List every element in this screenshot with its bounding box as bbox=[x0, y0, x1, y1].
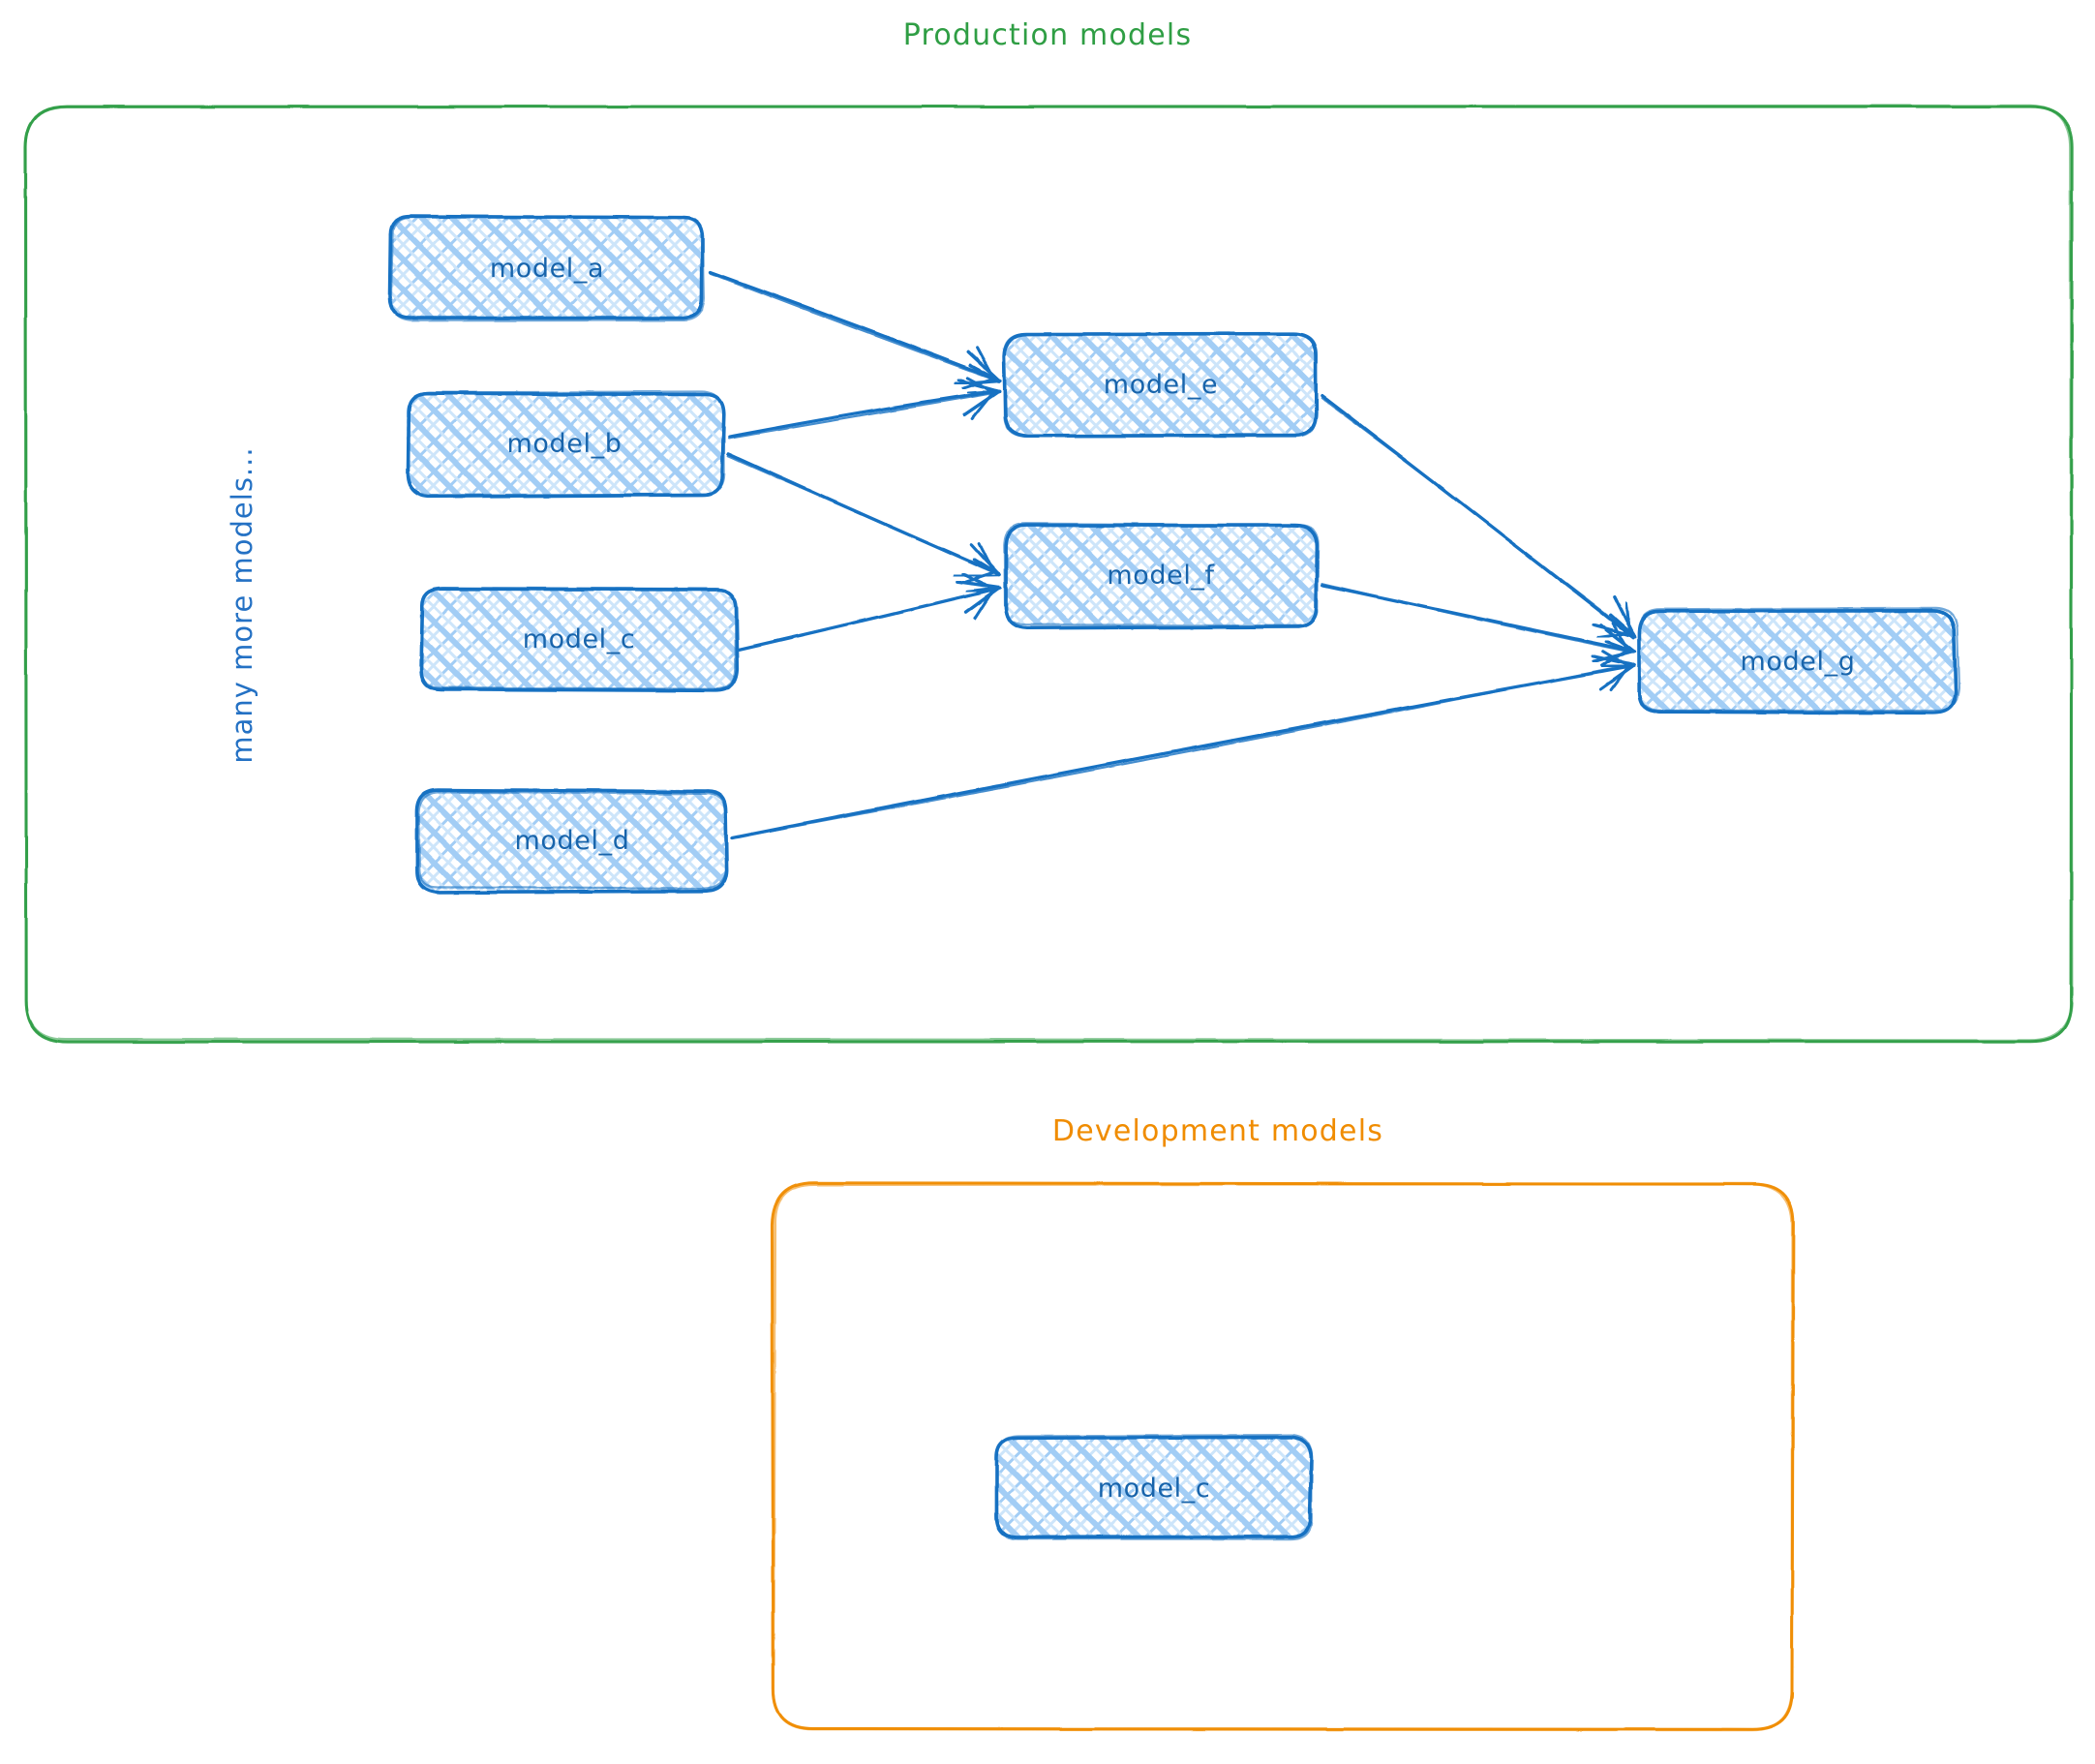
arrow-head-stroke bbox=[963, 586, 1001, 614]
arrow-head-whisker bbox=[1609, 664, 1630, 692]
group-border-development bbox=[772, 1182, 1794, 1732]
edge-model_e-to-model_g bbox=[1320, 394, 1636, 639]
node-label: model_f bbox=[1107, 561, 1215, 591]
edge-line bbox=[1321, 397, 1636, 638]
arrow-head-stroke bbox=[1613, 594, 1636, 638]
node-border bbox=[420, 586, 737, 690]
node-production-model_e[interactable]: model_e bbox=[1002, 331, 1319, 439]
node-border bbox=[389, 216, 706, 322]
arrow-head-whisker bbox=[961, 572, 995, 591]
node-label: model_e bbox=[1104, 370, 1218, 400]
node-label: model_d bbox=[515, 826, 630, 856]
arrow-head-stroke bbox=[956, 579, 1001, 590]
arrow-head-whisker bbox=[1610, 621, 1630, 653]
edge-line bbox=[727, 390, 1001, 440]
edge-model_a-to-model_e bbox=[709, 270, 1002, 390]
node-production-model_b[interactable]: model_b bbox=[406, 390, 726, 499]
edge-line bbox=[727, 389, 1001, 439]
node-fill bbox=[996, 1437, 1311, 1538]
node-fill bbox=[420, 588, 737, 690]
node-border bbox=[1003, 522, 1320, 627]
arrow-head-whisker bbox=[965, 376, 995, 394]
node-border bbox=[1004, 523, 1320, 630]
model-nodes: model_a model_b model_c model_d model_emodel… bbox=[387, 214, 1960, 1540]
group-title-development: Development models bbox=[1052, 1114, 1383, 1148]
edge-line bbox=[1321, 582, 1635, 654]
edge-connectors bbox=[709, 270, 1637, 840]
arrow-head-whisker bbox=[973, 587, 995, 620]
group-production bbox=[23, 104, 2074, 1044]
arrow-head-whisker bbox=[1601, 650, 1630, 668]
arrow-head-stroke bbox=[966, 350, 1001, 382]
group-border-production bbox=[23, 104, 2074, 1043]
edge-model_b-to-model_e bbox=[727, 376, 1001, 440]
node-fill bbox=[1639, 611, 1956, 713]
arrow-head-stroke bbox=[1598, 663, 1636, 691]
arrow-head-stroke bbox=[1591, 654, 1636, 667]
arrow-head-whisker bbox=[1624, 601, 1631, 634]
node-label: model_c bbox=[523, 624, 636, 654]
group-title-production: Production models bbox=[903, 18, 1193, 52]
arrow-head-stroke bbox=[969, 542, 1001, 577]
arrow-head-stroke bbox=[962, 389, 1001, 417]
node-fill bbox=[1005, 334, 1317, 435]
node-label: model_g bbox=[1741, 647, 1856, 677]
edge-line bbox=[726, 452, 1001, 576]
node-production-model_d[interactable]: model_d bbox=[415, 788, 729, 895]
arrow-head-stroke bbox=[953, 573, 1001, 578]
node-border bbox=[407, 390, 726, 497]
arrow-head-whisker bbox=[964, 571, 996, 584]
side-note-many-more-models: many more models... bbox=[226, 446, 258, 763]
group-development bbox=[770, 1181, 1795, 1732]
node-border bbox=[417, 791, 728, 891]
node-fill bbox=[1005, 523, 1319, 625]
node-production-model_f[interactable]: model_f bbox=[1003, 522, 1320, 630]
node-fill bbox=[406, 392, 723, 495]
edge-model_c-to-model_f bbox=[738, 572, 1002, 652]
edge-line bbox=[738, 587, 1000, 651]
node-development-dev_model_c[interactable]: model_c bbox=[994, 1433, 1314, 1540]
node-label: model_c bbox=[1098, 1474, 1211, 1504]
arrow-head-whisker bbox=[977, 541, 996, 575]
node-production-model_g[interactable]: model_g bbox=[1637, 607, 1960, 715]
node-fill bbox=[390, 216, 703, 319]
edge-model_f-to-model_g bbox=[1321, 582, 1637, 667]
node-production-model_c[interactable]: model_c bbox=[419, 586, 740, 693]
arrow-head-whisker bbox=[975, 346, 995, 380]
node-label: model_a bbox=[490, 254, 604, 284]
group-containers bbox=[23, 104, 2074, 1732]
node-production-model_a[interactable]: model_a bbox=[387, 214, 706, 322]
arrow-head-stroke bbox=[1598, 623, 1636, 654]
node-border bbox=[1637, 607, 1960, 713]
edge-model_b-to-model_f bbox=[726, 452, 1001, 584]
edge-model_d-to-model_g bbox=[730, 650, 1636, 840]
edge-line bbox=[710, 272, 1000, 382]
node-label: model_b bbox=[507, 429, 622, 459]
arrow-head-whisker bbox=[970, 390, 995, 420]
edge-line bbox=[709, 270, 1002, 382]
node-border bbox=[1002, 332, 1319, 439]
node-border bbox=[994, 1433, 1314, 1540]
edge-line bbox=[727, 455, 1000, 577]
node-fill bbox=[417, 789, 726, 891]
node-border bbox=[415, 788, 729, 895]
edge-line bbox=[730, 662, 1635, 839]
